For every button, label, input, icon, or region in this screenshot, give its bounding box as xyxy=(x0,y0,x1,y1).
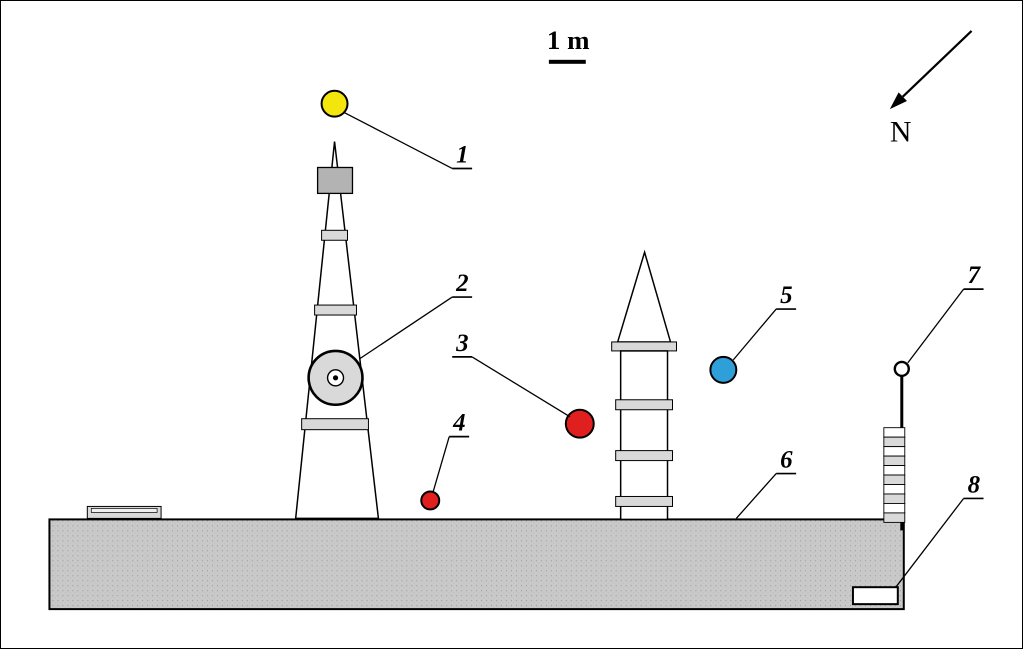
staff-cell xyxy=(883,512,906,523)
label-8-text: 8 xyxy=(968,471,981,498)
instrument-wheel xyxy=(307,349,364,407)
tower-band xyxy=(314,304,357,316)
marker-blue-sphere xyxy=(709,355,738,384)
scale-label: 1 m xyxy=(547,25,590,55)
marker-yellow-sphere xyxy=(320,89,349,118)
platform-slab xyxy=(48,518,905,611)
marker-red-sphere-large xyxy=(564,408,595,439)
staff-cell xyxy=(883,502,906,514)
north-arrow: N xyxy=(889,30,973,149)
label-6-text: 6 xyxy=(780,447,793,474)
secondary-tower xyxy=(611,249,677,521)
label-3-text: 3 xyxy=(455,330,468,357)
column-band xyxy=(615,495,674,507)
staff-cell xyxy=(883,484,906,495)
column-band xyxy=(615,399,674,411)
label-2-text: 2 xyxy=(455,270,468,297)
leader-line-2 xyxy=(359,296,453,360)
scale-bar-line xyxy=(548,59,586,64)
leader-line-5 xyxy=(732,308,777,361)
measuring-pole xyxy=(883,360,910,531)
staff-cell xyxy=(883,455,906,467)
north-arrow-shaft xyxy=(902,30,973,98)
leader-line-6 xyxy=(735,473,777,519)
column-body xyxy=(619,350,669,521)
white-box xyxy=(851,586,899,606)
staff-cell xyxy=(883,436,906,448)
scale-bar: 1 m xyxy=(547,25,590,64)
callout-label-4: 4 xyxy=(449,410,470,438)
leader-line-4 xyxy=(432,436,450,492)
label-4-text: 4 xyxy=(452,410,465,437)
north-label: N xyxy=(890,116,912,149)
column-band xyxy=(615,450,674,462)
flat-case-lid xyxy=(90,508,158,513)
leader-line-3 xyxy=(471,356,571,418)
staff-cell xyxy=(883,474,906,485)
leader-line-8 xyxy=(895,498,965,588)
callout-label-5: 5 xyxy=(776,282,797,310)
callout-label-2: 2 xyxy=(452,270,473,298)
marker-red-sphere-small xyxy=(420,490,441,511)
tower-top-box xyxy=(316,166,354,195)
label-7-text: 7 xyxy=(968,262,982,289)
callout-label-7: 7 xyxy=(963,262,984,290)
wheel-axle-dot xyxy=(332,375,339,381)
tower-body xyxy=(294,141,380,520)
callout-label-3: 3 xyxy=(452,330,473,358)
callout-label-6: 6 xyxy=(776,447,797,475)
staff-scale xyxy=(883,427,906,523)
spire xyxy=(616,249,672,343)
staff-cell xyxy=(883,493,906,504)
leader-line-7 xyxy=(907,288,965,364)
pole-top-ring xyxy=(893,360,910,378)
label-5-text: 5 xyxy=(780,282,792,309)
callout-label-8: 8 xyxy=(963,471,984,500)
tower-band xyxy=(301,418,369,431)
staff-cell xyxy=(883,465,906,476)
tower-band xyxy=(321,229,349,241)
north-arrow-head xyxy=(889,92,907,110)
staff-cell xyxy=(883,427,906,438)
leader-line-1 xyxy=(344,112,453,170)
staff-cell xyxy=(883,446,906,457)
spire-collar xyxy=(611,341,677,352)
tall-tower xyxy=(294,141,380,520)
callout-label-1: 1 xyxy=(452,142,473,170)
label-1-text: 1 xyxy=(456,142,468,169)
platform xyxy=(48,505,905,611)
